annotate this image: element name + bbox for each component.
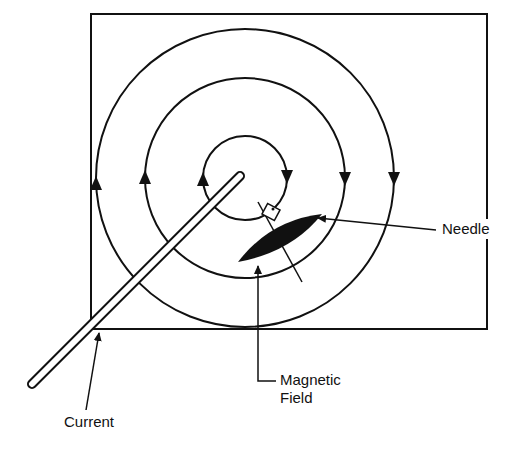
field-leader bbox=[258, 266, 276, 381]
needle-label: Needle bbox=[440, 219, 492, 239]
compass-needle bbox=[238, 202, 322, 282]
needle-leader bbox=[318, 218, 436, 230]
current-wire bbox=[32, 176, 240, 384]
field-label: Magnetic Field bbox=[278, 370, 352, 408]
field-arrows bbox=[90, 170, 400, 190]
current-leader bbox=[86, 333, 99, 410]
current-label: Current bbox=[62, 412, 116, 432]
board bbox=[91, 14, 487, 329]
